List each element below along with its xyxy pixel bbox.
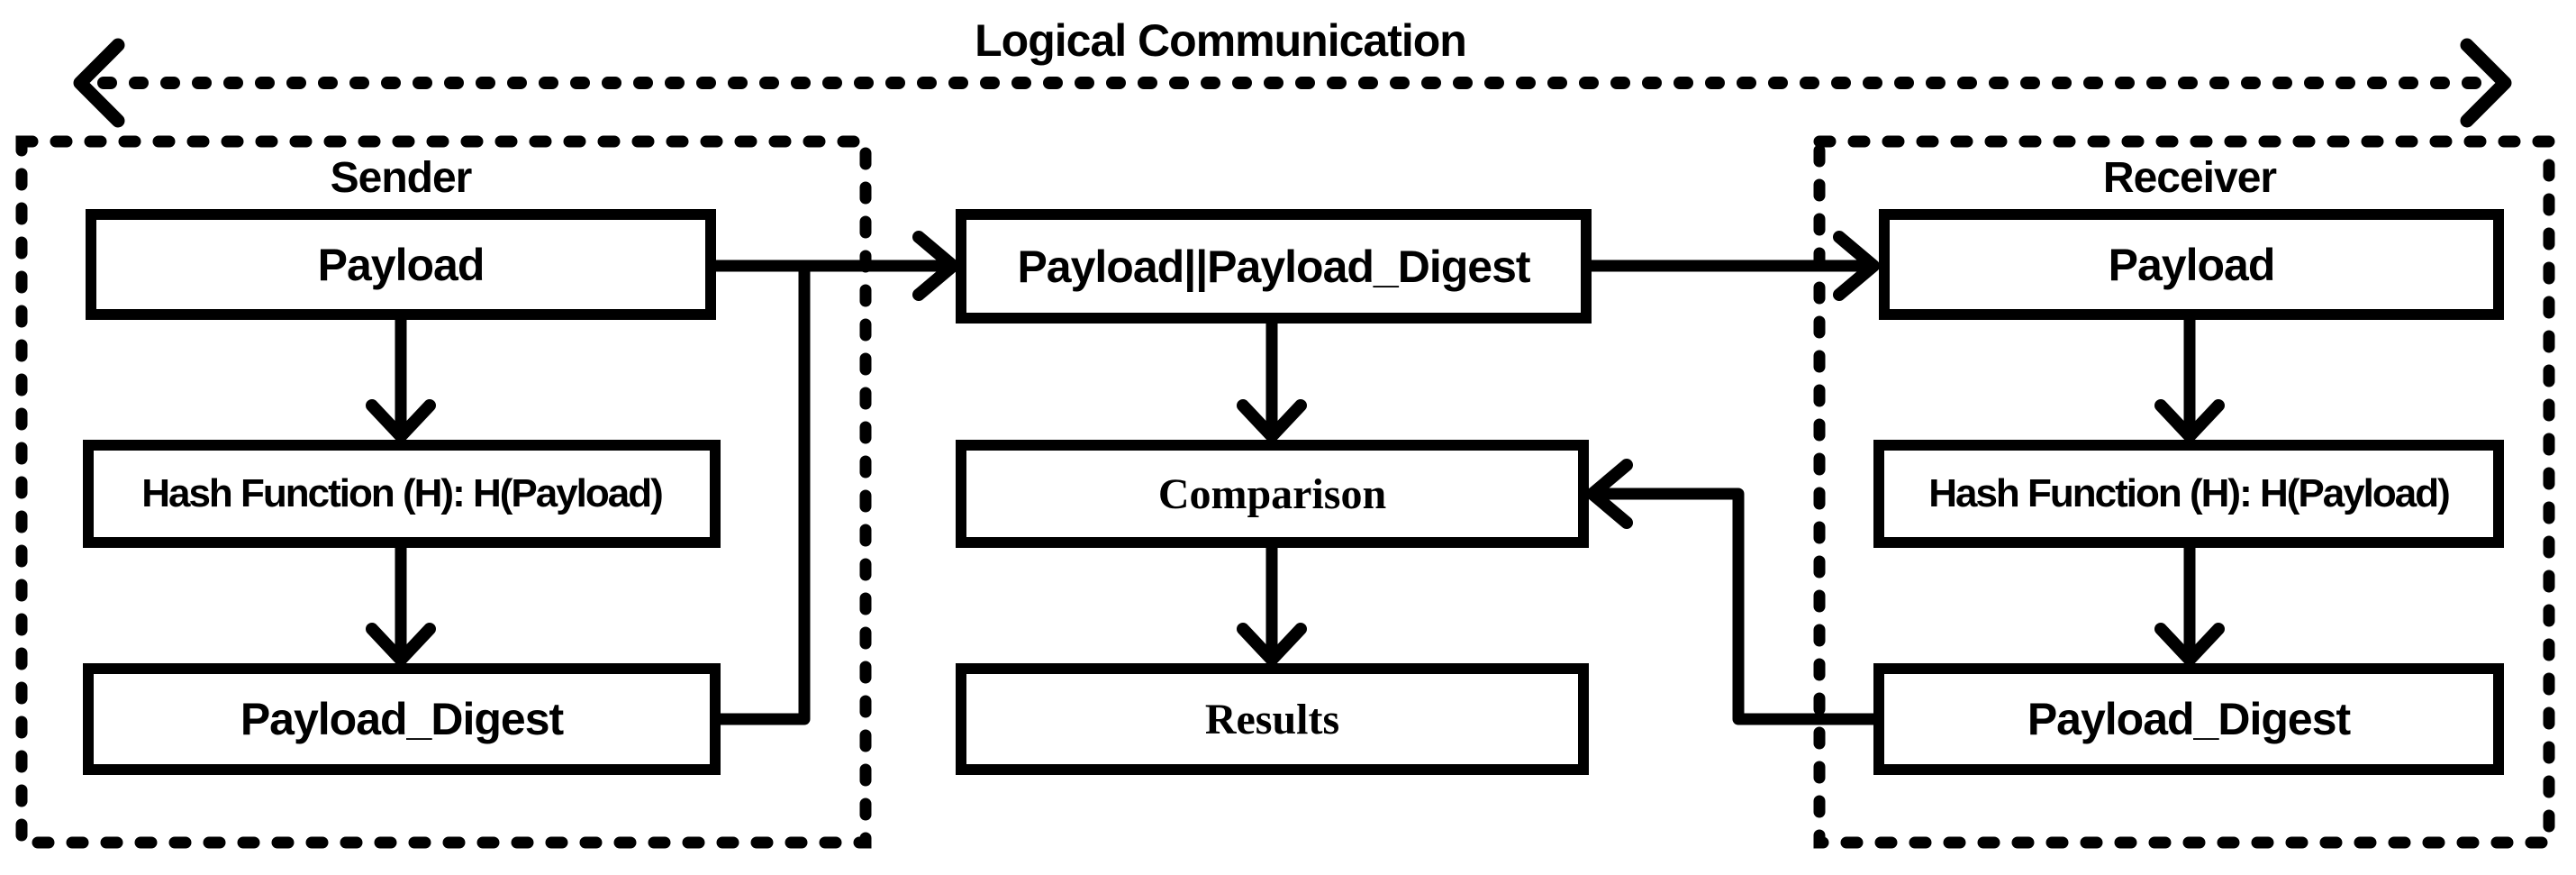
arrowhead-receiver-digest-icon [2154,623,2225,666]
receiver-boundary [1813,135,2555,849]
arrowhead-sender-digest-icon [366,623,436,666]
receiver-payload-box: Payload [1879,209,2504,320]
arrowhead-into-combined-icon [912,231,959,301]
receiver-hash-function-box: Hash Function (H): H(Payload) [1873,440,2504,548]
receiver-payload-digest-box: Payload_Digest [1873,663,2504,775]
arrowhead-receiver-hash-icon [2154,399,2225,442]
results-box: Results [956,663,1589,775]
arrowhead-sender-hash-icon [366,399,436,442]
combined-message-box: Payload||Payload_Digest [956,209,1592,324]
sender-boundary [15,135,872,849]
sender-payload-box: Payload [86,209,716,320]
arrowhead-into-receiver-payload-icon [1833,231,1880,301]
arrowhead-comparison-icon [1237,399,1307,442]
arrowhead-results-icon [1237,623,1307,666]
arrowhead-into-comparison-icon [1586,459,1633,529]
comparison-box: Comparison [956,440,1589,548]
sender-hash-function-box: Hash Function (H): H(Payload) [83,440,721,548]
sender-payload-digest-box: Payload_Digest [83,663,721,775]
arrowhead-left-icon [73,38,125,128]
wire-sender-digest-join [716,266,811,725]
wire-receiver-digest-to-comparison [1598,488,1873,725]
arrowhead-right-icon [2460,38,2512,128]
diagram-title: Logical Communication [975,15,1467,66]
receiver-label: Receiver [2102,154,2277,202]
sender-label: Sender [330,154,473,202]
